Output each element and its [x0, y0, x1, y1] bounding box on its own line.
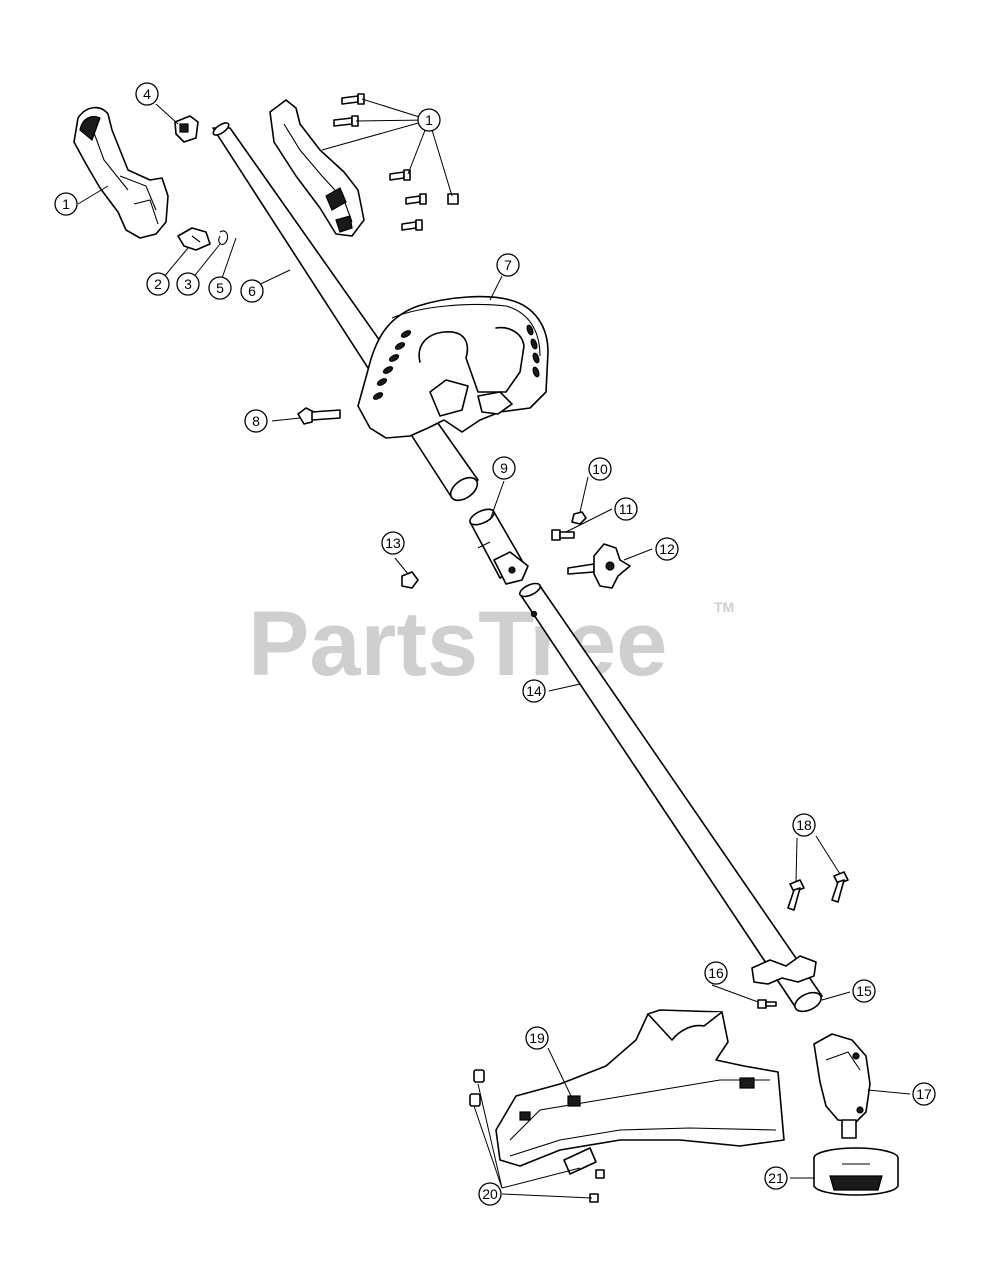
- callout-15-label: 15: [856, 983, 872, 999]
- callout-13: 13: [381, 531, 405, 555]
- lower-shaft: [519, 582, 823, 1009]
- shaft-clamp: [751, 955, 822, 1013]
- clamp-bolts: [787, 871, 849, 911]
- callout-18-label: 18: [796, 817, 812, 833]
- callout-2-label: 2: [154, 276, 162, 292]
- assist-handle: [357, 295, 549, 439]
- callout-7-label: 7: [504, 257, 512, 273]
- callout-10: 10: [588, 457, 612, 481]
- callout-3: 3: [176, 272, 200, 296]
- screws-group-top: [333, 93, 459, 231]
- callout-17-label: 17: [916, 1086, 932, 1102]
- gear-head: [813, 1033, 871, 1139]
- callout-17: 17: [912, 1082, 936, 1106]
- trimmer-head: [813, 1147, 899, 1196]
- callout-16: 16: [704, 961, 728, 985]
- watermark-trademark: TM: [714, 599, 734, 615]
- callout-7: 7: [496, 253, 520, 277]
- callout-19-label: 19: [529, 1030, 545, 1046]
- coupler-bolt: [551, 529, 575, 541]
- spring-part: [218, 230, 229, 245]
- watermark: PartsTree TM: [248, 593, 734, 695]
- callout-9-label: 9: [500, 460, 508, 476]
- callout-14-label: 14: [526, 683, 542, 699]
- callout-1-right-label: 1: [425, 112, 433, 128]
- handle-housing-left: [73, 106, 169, 239]
- callout-5: 5: [208, 276, 232, 300]
- guard-screw: [757, 999, 777, 1009]
- callout-12-label: 12: [659, 541, 675, 557]
- nut-part: [571, 511, 587, 525]
- callout-18: 18: [792, 813, 816, 837]
- callout-10-label: 10: [592, 461, 608, 477]
- callout-6: 6: [240, 279, 264, 303]
- callout-19: 19: [525, 1026, 549, 1050]
- callout-21-label: 21: [768, 1170, 784, 1186]
- callout-2: 2: [146, 272, 170, 296]
- callout-4-label: 4: [143, 86, 151, 102]
- trigger-part: [177, 227, 211, 251]
- callout-15: 15: [852, 979, 876, 1003]
- callout-1-right: 1: [417, 108, 441, 132]
- shaft-coupler: [469, 508, 529, 585]
- callout-11-label: 11: [619, 501, 634, 517]
- callout-5-label: 5: [216, 280, 224, 296]
- callout-11: 11: [614, 497, 638, 521]
- callout-14: 14: [522, 679, 546, 703]
- square-nut: [401, 571, 419, 589]
- callout-6-label: 6: [248, 283, 256, 299]
- callout-16-label: 16: [708, 965, 724, 981]
- leader-lines: [77, 98, 911, 1199]
- callout-1-left-label: 1: [62, 196, 70, 212]
- coupler-knob: [567, 543, 631, 589]
- callout-20: 20: [478, 1182, 502, 1206]
- handle-housing-right: [269, 99, 365, 237]
- callout-9: 9: [492, 456, 516, 480]
- guard-hardware: [469, 1069, 605, 1203]
- grip-slots: [372, 324, 540, 400]
- callout-4: 4: [135, 82, 159, 106]
- callout-20-label: 20: [482, 1186, 498, 1202]
- handle-bolt: [297, 407, 341, 425]
- callout-8: 8: [244, 409, 268, 433]
- callout-1-left: 1: [54, 192, 78, 216]
- callout-8-label: 8: [252, 413, 260, 429]
- callout-21: 21: [764, 1166, 788, 1190]
- switch-part: [174, 115, 199, 143]
- callout-3-label: 3: [184, 276, 192, 292]
- callout-13-label: 13: [385, 535, 401, 551]
- debris-guard: [495, 1009, 785, 1167]
- callout-12: 12: [655, 537, 679, 561]
